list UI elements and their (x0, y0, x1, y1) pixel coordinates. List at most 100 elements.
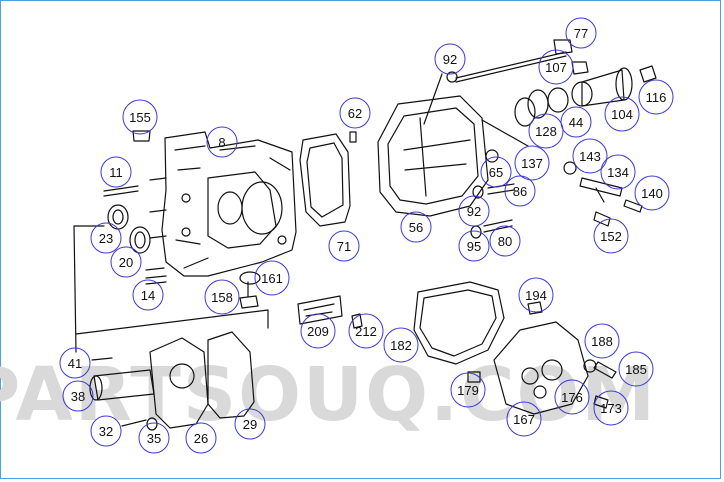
callout-labels: 77 92 107 116 155 62 8 128 44 104 11 143 65 137 134 86 1… (59, 17, 674, 454)
callout-number: 11 (109, 165, 123, 180)
bushing (553, 39, 573, 55)
callout-number: 8 (218, 135, 225, 150)
callout-number: 161 (261, 271, 283, 286)
callout-26: 26 (185, 422, 217, 454)
callout-143: 143 (572, 138, 608, 174)
callout-209: 209 (300, 313, 336, 349)
callout-circle (59, 347, 91, 379)
callout-number: 92 (443, 52, 457, 67)
bolt (487, 183, 515, 195)
callout-circle (514, 145, 550, 181)
callout-104: 104 (604, 96, 640, 132)
side-cover (493, 321, 589, 415)
seal-ring (107, 204, 129, 230)
callout-circle (584, 323, 620, 359)
identification-plate (297, 295, 343, 325)
callout-number: 155 (129, 110, 151, 125)
o-ring (563, 161, 577, 175)
callout-circle (504, 175, 536, 207)
part-drawings (73, 39, 657, 431)
callout-circle (528, 113, 564, 149)
callout-35: 35 (138, 422, 170, 454)
callout-23: 23 (90, 222, 122, 254)
sensor (593, 395, 609, 409)
callout-number: 32 (99, 424, 113, 439)
callout-circle (489, 225, 521, 257)
callout-155: 155 (122, 99, 158, 135)
callout-number: 20 (119, 255, 133, 270)
callout-71: 71 (328, 230, 360, 262)
callout-circle (480, 156, 512, 188)
callout-circle (518, 277, 554, 313)
callout-circle (572, 138, 608, 174)
rear-cover-bore (169, 363, 195, 389)
callout-number: 44 (569, 115, 583, 130)
leader-line (423, 73, 443, 125)
callout-number: 185 (625, 362, 647, 377)
rear-housing-ribs (403, 117, 471, 197)
callout-number: 134 (607, 165, 629, 180)
callout-circle (100, 156, 132, 188)
callout-number: 92 (467, 204, 481, 219)
callout-circle (593, 218, 629, 254)
callout-number: 35 (147, 431, 161, 446)
housing-gasket (299, 133, 351, 227)
callout-number: 173 (600, 401, 622, 416)
housing-boss (181, 193, 191, 203)
callout-number: 209 (307, 324, 329, 339)
callout-number: 95 (467, 239, 481, 254)
callout-number: 176 (561, 390, 583, 405)
callout-number: 65 (489, 165, 503, 180)
housing-bore (241, 181, 283, 235)
bushing-nut (571, 61, 589, 75)
callout-number: 128 (535, 124, 557, 139)
callout-circle (254, 260, 290, 296)
callout-80: 80 (489, 225, 521, 257)
callout-number: 116 (646, 90, 667, 105)
cover-boss (521, 367, 539, 385)
lower-studs (145, 267, 167, 285)
callout-number: 71 (337, 239, 351, 254)
callout-212: 212 (348, 313, 384, 349)
callout-number: 137 (521, 156, 543, 171)
callout-14: 14 (132, 279, 164, 311)
callout-86: 86 (504, 175, 536, 207)
washer (146, 417, 158, 431)
callout-circle (206, 126, 238, 158)
callout-number: 167 (513, 412, 535, 427)
valve-plug (593, 361, 617, 379)
callout-173: 173 (593, 390, 629, 426)
callout-circle (560, 106, 592, 138)
plug-cap (132, 130, 151, 142)
callout-number: 23 (99, 231, 113, 246)
callout-circle (185, 422, 217, 454)
cover-gasket (207, 331, 255, 419)
bolt (91, 357, 113, 361)
callout-176: 176 (554, 379, 590, 415)
callout-circle (90, 415, 122, 447)
callout-188: 188 (584, 323, 620, 359)
callout-circle (434, 43, 466, 75)
drain-plug (239, 295, 259, 309)
callout-number: 143 (579, 149, 601, 164)
callout-circle (565, 17, 597, 49)
output-flange-face (615, 67, 633, 101)
rear-housing-inner (387, 107, 479, 205)
oil-seal (239, 271, 261, 285)
callout-32: 32 (90, 415, 122, 447)
selector-shaft-edge (455, 55, 567, 83)
shaft-seal (446, 71, 458, 83)
callout-circle (450, 372, 486, 408)
washer (472, 185, 484, 199)
callout-77: 77 (565, 17, 597, 49)
callout-circle (458, 230, 490, 262)
callout-29: 29 (234, 408, 266, 440)
callout-circle (339, 97, 371, 129)
output-shaft-end (89, 375, 103, 401)
callout-number: 107 (545, 60, 567, 75)
callout-number: 62 (348, 106, 362, 121)
callout-number: 212 (355, 324, 377, 339)
housing-bore-inner (217, 191, 243, 225)
callout-107: 107 (538, 49, 574, 85)
